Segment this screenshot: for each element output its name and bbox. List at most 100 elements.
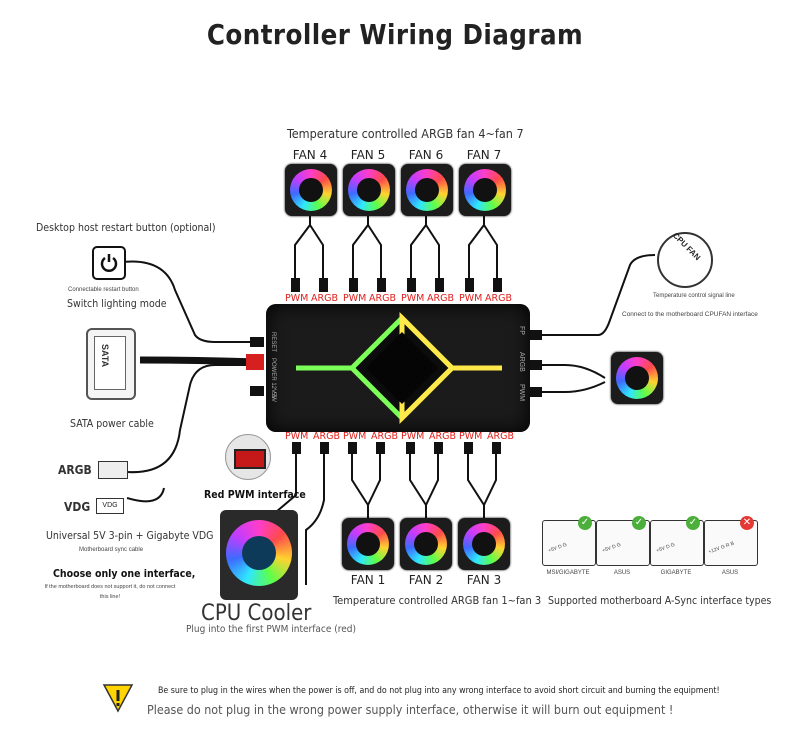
fan4-icon xyxy=(285,164,337,216)
port-pwm-bottom-4: PWM xyxy=(459,431,483,442)
fan1-label: FAN 1 xyxy=(350,573,386,587)
wire-fan5-pwm xyxy=(352,216,369,280)
fan2-label: FAN 2 xyxy=(408,573,444,587)
port-pwm-bottom-2: PWM xyxy=(343,431,367,442)
wire-fan3-argb xyxy=(483,445,497,506)
port-pwm-bottom-3: PWM xyxy=(401,431,425,442)
hub-label-reset: RESET xyxy=(270,332,276,353)
wire-fan1-pwm xyxy=(351,445,369,518)
fan5-icon xyxy=(343,164,395,216)
port-pwm-top-2: PWM xyxy=(343,293,367,304)
red-pwm-icon xyxy=(225,434,271,480)
argb-plug-icon xyxy=(98,461,128,479)
port-argb-top-1: ARGB xyxy=(311,293,338,304)
wire-fan7-argb xyxy=(483,224,498,280)
cpu-fan-note: Temperature control signal line xyxy=(653,293,735,299)
sata-label: SATA power cable xyxy=(70,418,154,430)
wire-fan6-pwm xyxy=(410,216,427,280)
wire-restart xyxy=(122,260,258,343)
port-argb-top-3: ARGB xyxy=(427,293,454,304)
wire-fan5-argb xyxy=(367,224,382,280)
hub-label-5v: 5V xyxy=(270,392,276,400)
hub-label-argb: ARGB xyxy=(518,352,525,372)
wire-fan2-pwm xyxy=(409,445,427,518)
wire-fan7-pwm xyxy=(468,216,485,280)
wire-vdg xyxy=(126,487,165,503)
argb-warning-note: If the motherboard does not support it, … xyxy=(44,584,176,600)
cpu-cooler-sub: Plug into the first PWM interface (red) xyxy=(186,624,357,635)
port-argb-top-2: ARGB xyxy=(369,293,396,304)
sync-label: Supported motherboard A-Sync interface t… xyxy=(548,595,772,607)
check-icon: ✓ xyxy=(632,516,646,530)
fan7-icon xyxy=(459,164,511,216)
wire-rightfan-argb xyxy=(540,364,606,379)
controller-hub: RESET POWER 12V 5V 5V FP ARGB PWM xyxy=(266,304,530,432)
check-icon: ✓ xyxy=(578,516,592,530)
cpu-cooler-title: CPU Cooler xyxy=(201,601,312,626)
right-fan-icon xyxy=(611,352,663,404)
vdg-plug-icon: VDG xyxy=(96,498,124,514)
fan3-label: FAN 3 xyxy=(466,573,502,587)
fan5-label: FAN 5 xyxy=(350,148,386,162)
red-pwm-label: Red PWM interface xyxy=(204,489,306,501)
argb-vdg-note: Motherboard sync cable xyxy=(79,547,144,553)
fan1-icon xyxy=(342,518,394,570)
bottom-fans-label: Temperature controlled ARGB fan 1~fan 3 xyxy=(333,594,542,607)
hub-label-fp: FP xyxy=(518,326,525,335)
sync-type-4-name: ASUS xyxy=(721,570,739,576)
cpu-cooler-icon xyxy=(220,510,298,600)
footer-warning-line2: Please do not plug in the wrong power su… xyxy=(147,703,674,717)
port-argb-bottom-4: ARGB xyxy=(487,431,514,442)
wire-fan3-pwm xyxy=(467,445,485,518)
sync-type-2-name: ASUS xyxy=(613,570,631,576)
port-pwm-top-1: PWM xyxy=(285,293,309,304)
sync-type-1-name: MSI/GIGABYTE xyxy=(546,570,590,576)
sata-plug-red xyxy=(246,354,264,370)
wire-cooler-pwm xyxy=(275,445,297,513)
restart-title: Desktop host restart button (optional) xyxy=(36,222,216,234)
restart-note: Connectable restart button xyxy=(68,287,139,293)
cpu-fan-connector-icon: CPU FAN xyxy=(657,230,713,288)
port-argb-top-4: ARGB xyxy=(485,293,512,304)
fan6-icon xyxy=(401,164,453,216)
top-fans-label: Temperature controlled ARGB fan 4~fan 7 xyxy=(287,126,524,141)
wire-cpufan xyxy=(540,254,656,336)
port-argb-bottom-2: ARGB xyxy=(371,431,398,442)
cpu-fan-label: Connect to the motherboard CPUFAN interf… xyxy=(622,311,758,318)
check-icon: ✓ xyxy=(686,516,700,530)
restart-button-icon xyxy=(92,246,126,280)
footer-warning-line1: Be sure to plug in the wires when the po… xyxy=(158,686,720,696)
fan3-icon xyxy=(458,518,510,570)
port-argb-bottom-3: ARGB xyxy=(429,431,456,442)
sata-connector-text: SATA xyxy=(100,344,110,368)
wire-argb xyxy=(126,364,258,474)
hub-diamond-light xyxy=(296,311,502,425)
fan6-label: FAN 6 xyxy=(408,148,444,162)
wire-fan6-argb xyxy=(425,224,440,280)
wire-fan4-argb xyxy=(309,224,324,280)
fan2-icon xyxy=(400,518,452,570)
sata-connector-icon: SATA xyxy=(86,328,136,400)
port-argb-bottom-1: ARGB xyxy=(313,431,340,442)
argb-text: ARGB xyxy=(58,463,92,477)
argb-vdg-label: Universal 5V 3-pin + Gigabyte VDG xyxy=(46,530,214,542)
cpu-fan-connector-text: CPU FAN xyxy=(670,230,703,263)
wire-fan2-argb xyxy=(425,445,439,506)
wire-fan1-argb xyxy=(367,445,381,506)
port-pwm-top-3: PWM xyxy=(401,293,425,304)
sync-type-3-name: GIGABYTE xyxy=(660,570,692,576)
wire-fan4-pwm xyxy=(294,216,311,280)
wire-cooler-argb xyxy=(305,445,325,585)
wire-sata xyxy=(139,356,259,366)
warning-icon xyxy=(102,684,134,713)
hub-label-pwm: PWM xyxy=(518,384,525,402)
restart-sub: Switch lighting mode xyxy=(67,298,167,310)
page-title: Controller Wiring Diagram xyxy=(206,18,584,51)
hub-label-power: POWER 12V 5V xyxy=(270,358,276,403)
cross-icon: ✕ xyxy=(740,516,754,530)
argb-warning-title: Choose only one interface, xyxy=(53,568,196,580)
fan4-label: FAN 4 xyxy=(292,148,328,162)
port-pwm-bottom-1: PWM xyxy=(285,431,309,442)
fan7-label: FAN 7 xyxy=(466,148,502,162)
